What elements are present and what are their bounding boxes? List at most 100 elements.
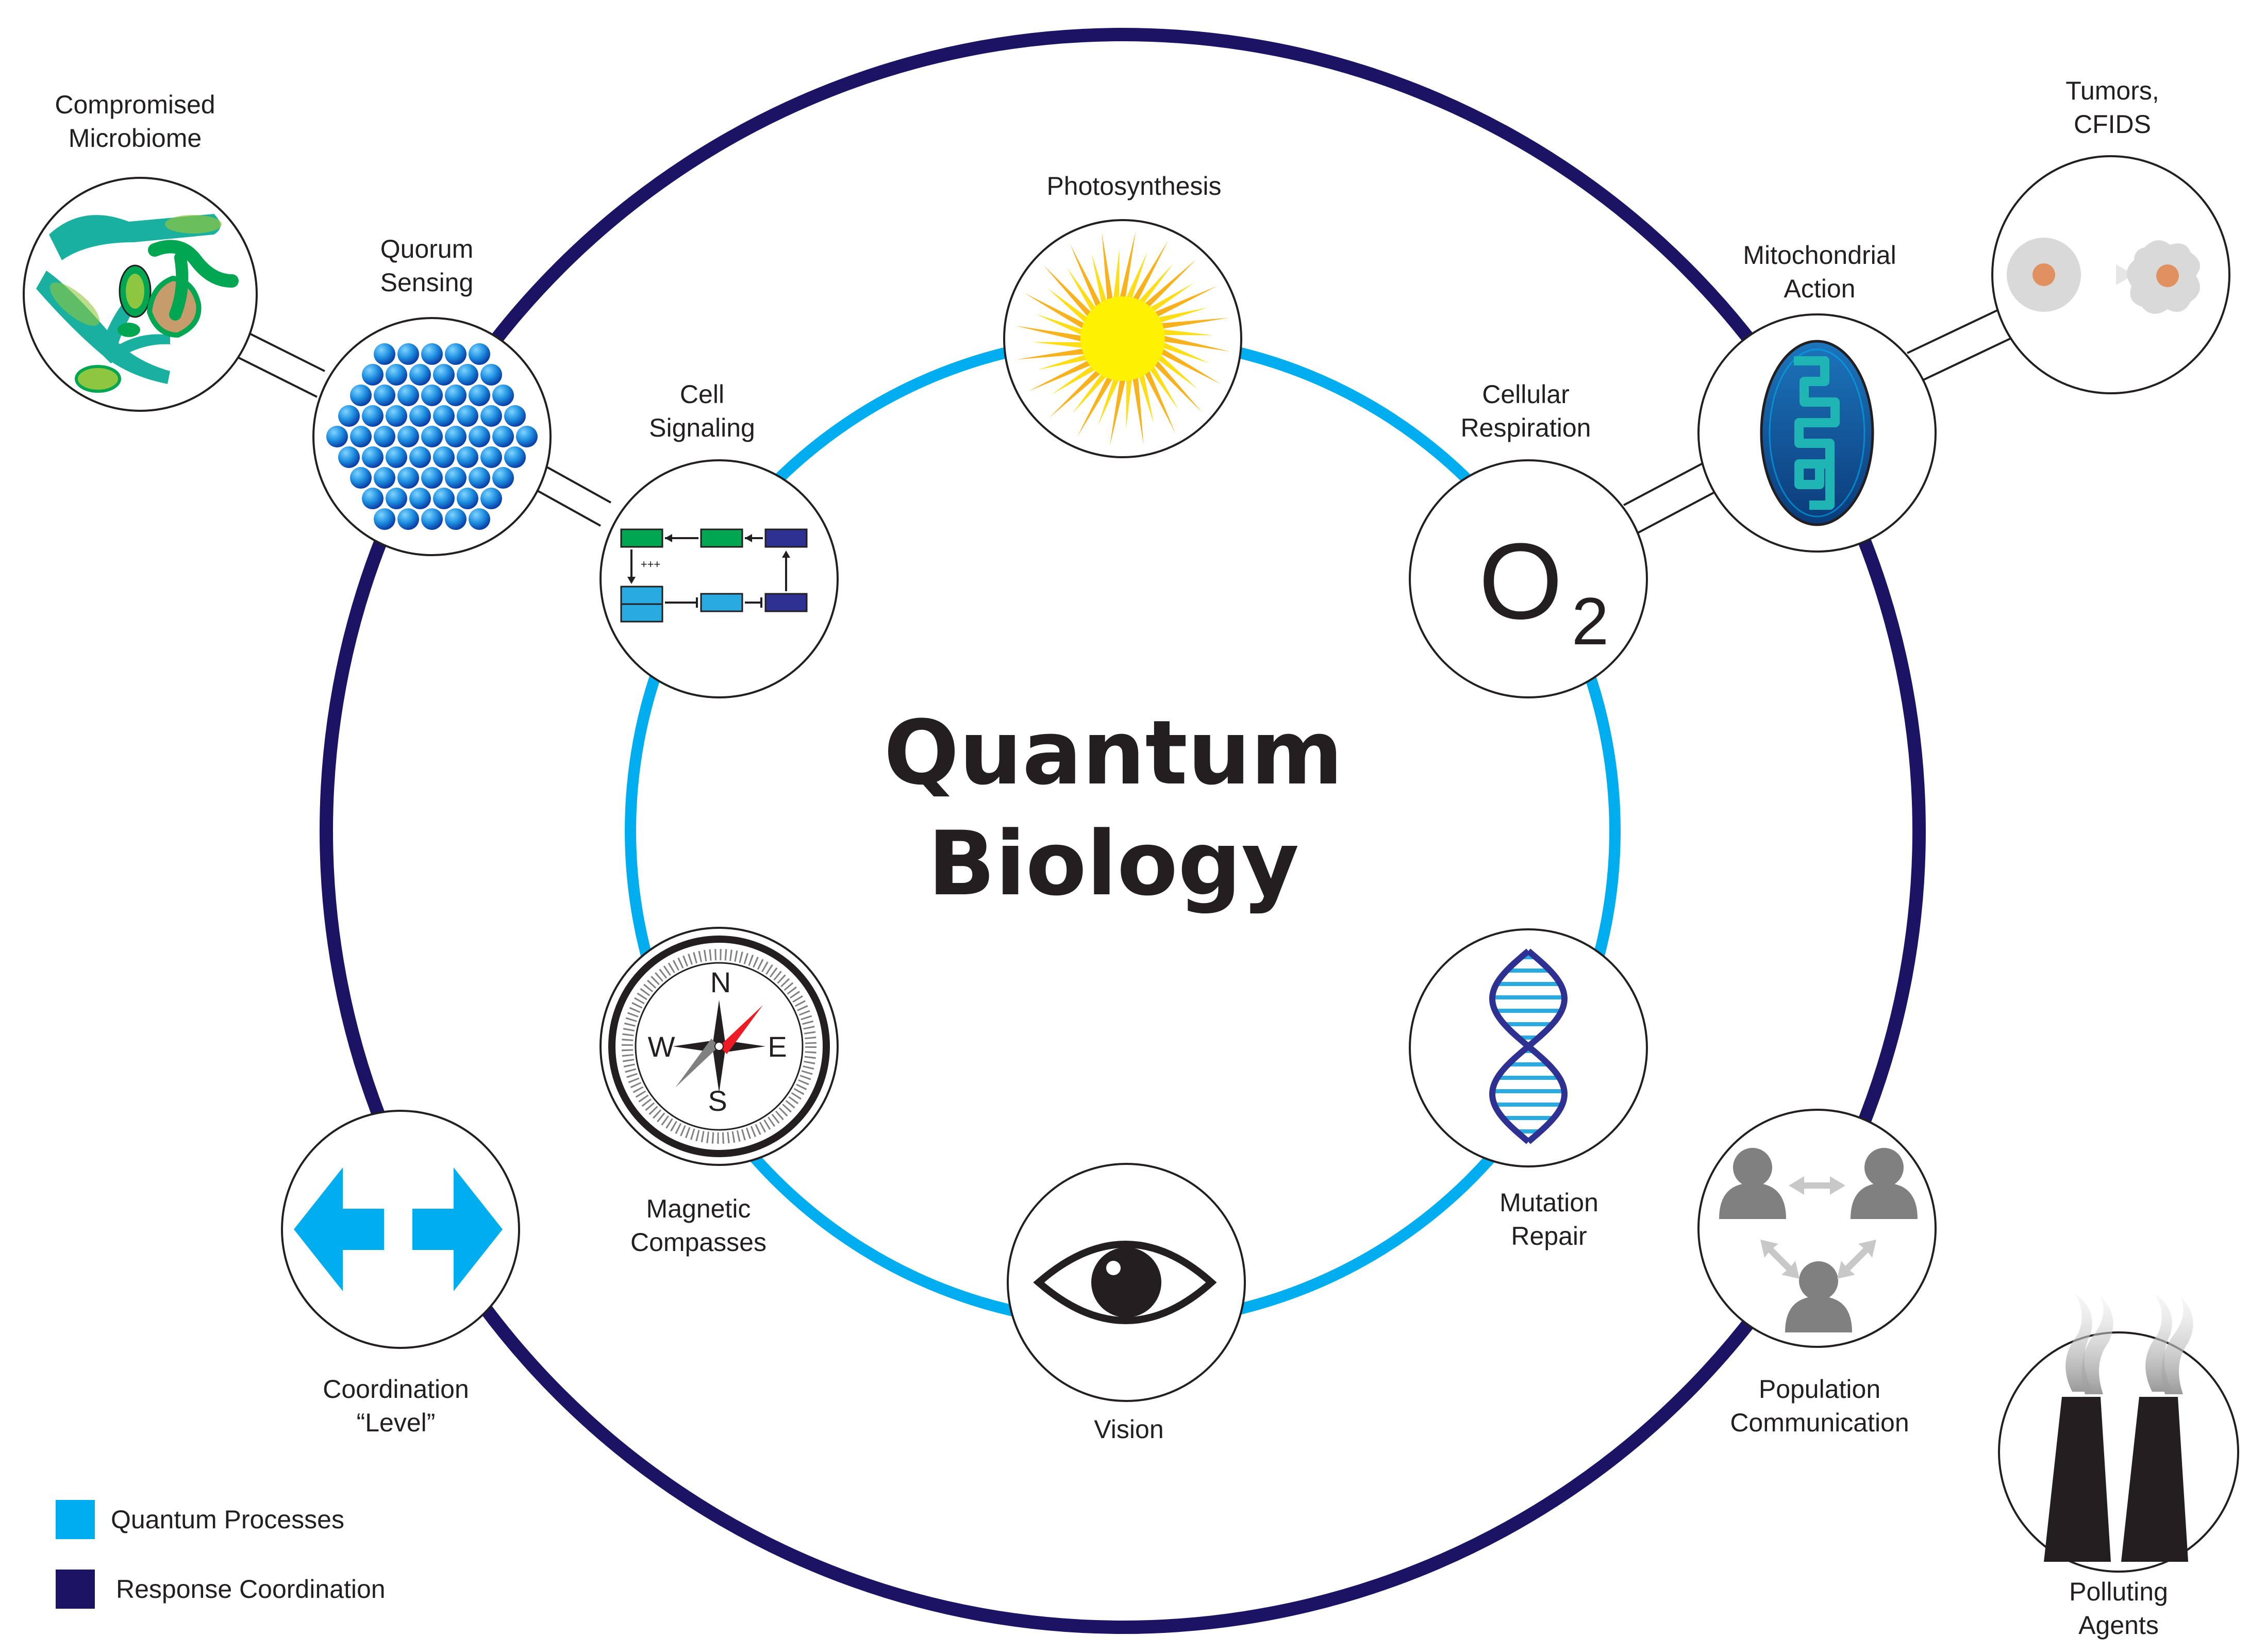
node-mutation-repair[interactable] bbox=[1409, 928, 1648, 1167]
node-polluting-agents[interactable] bbox=[1998, 1294, 2239, 1573]
compass-east: E bbox=[768, 1030, 787, 1063]
cell-ball bbox=[374, 426, 395, 447]
sun-ray bbox=[1067, 268, 1096, 312]
sun-ray bbox=[1047, 288, 1088, 323]
signaling-pathway-icon: +++ bbox=[620, 528, 808, 623]
sun-ray bbox=[1144, 259, 1196, 307]
cell-ball bbox=[469, 343, 490, 365]
cell-ball bbox=[421, 426, 443, 447]
node-compromised-microbiome[interactable] bbox=[23, 177, 258, 412]
tumors-cfids-label-2: CFIDS bbox=[2074, 110, 2151, 139]
sun-ray bbox=[1154, 360, 1202, 412]
people-network-icon bbox=[1719, 1148, 1918, 1332]
sun-ray bbox=[1077, 377, 1113, 437]
sun-ray bbox=[1052, 365, 1096, 395]
oxygen-symbol: O bbox=[1478, 521, 1562, 642]
node-magnetic-compasses[interactable]: N E S W bbox=[599, 927, 839, 1166]
cellular-respiration-label-1: Cellular bbox=[1482, 380, 1570, 409]
cell-ball bbox=[445, 508, 466, 530]
node-quorum-sensing[interactable] bbox=[312, 317, 552, 556]
node-tumors-cfids[interactable] bbox=[1991, 155, 2230, 394]
cell-ball bbox=[480, 446, 502, 469]
sun-ray bbox=[1126, 252, 1147, 299]
sun-ray bbox=[1162, 342, 1210, 363]
sun-ray bbox=[1043, 265, 1091, 317]
cell-ball bbox=[445, 384, 466, 406]
mutation-repair-label-1: Mutation bbox=[1499, 1188, 1598, 1217]
cell-ball bbox=[409, 405, 431, 427]
cell-ball bbox=[492, 426, 514, 447]
node-coordination-level[interactable] bbox=[281, 1110, 520, 1349]
node-cell-signaling[interactable]: +++ bbox=[599, 459, 839, 698]
cell-ball bbox=[374, 508, 395, 530]
cell-ball bbox=[409, 488, 431, 510]
signal-amplification-marker: +++ bbox=[641, 558, 661, 571]
cell-signaling-label-1: Cell bbox=[680, 380, 724, 409]
cell-signaling-label-2: Signaling bbox=[649, 413, 755, 442]
cell-ball bbox=[374, 384, 395, 406]
cell-ball bbox=[374, 343, 395, 365]
compass-west: W bbox=[648, 1030, 675, 1063]
sun-ray bbox=[1132, 240, 1169, 301]
cell-ball bbox=[386, 488, 407, 510]
magnetic-compasses-label-1: Magnetic bbox=[646, 1194, 751, 1223]
node-cellular-respiration[interactable]: O 2 bbox=[1409, 459, 1648, 698]
sun-ray bbox=[1036, 314, 1083, 336]
quorum-sensing-label-1: Quorum bbox=[380, 235, 474, 263]
cell-ball bbox=[445, 343, 466, 365]
sun-ray bbox=[1015, 325, 1082, 342]
sun-ray bbox=[1070, 244, 1101, 307]
node-photosynthesis[interactable] bbox=[1003, 219, 1242, 458]
title-line1: Quantum bbox=[884, 701, 1343, 805]
population-communication-label-2: Communication bbox=[1730, 1408, 1909, 1437]
sun-ray bbox=[1161, 348, 1221, 385]
cell-ball bbox=[504, 446, 526, 469]
sun-ray bbox=[1154, 286, 1218, 317]
cell-ball bbox=[326, 426, 348, 447]
sun-ray bbox=[1132, 377, 1144, 445]
response-coordination-ring bbox=[320, 28, 1926, 1634]
microbes-icon bbox=[36, 214, 239, 393]
sun-ray bbox=[1149, 365, 1179, 410]
cell-ball bbox=[409, 446, 431, 469]
compass-icon: N E S W bbox=[608, 936, 830, 1157]
sun-ray bbox=[1072, 374, 1107, 414]
cell-ball bbox=[362, 363, 384, 386]
mitochondrial-action-label-1: Mitochondrial bbox=[1743, 241, 1896, 270]
title-line2: Biology bbox=[928, 812, 1299, 915]
cell-ball bbox=[409, 363, 431, 386]
cell-ball bbox=[397, 467, 419, 489]
sun-ray bbox=[1161, 318, 1229, 329]
cell-ball bbox=[457, 405, 478, 427]
node-vision[interactable] bbox=[1007, 1163, 1246, 1402]
sun-ray bbox=[1158, 307, 1208, 323]
mitochondrial-action-label-2: Action bbox=[1784, 274, 1856, 303]
compromised-microbiome-label-2: Microbiome bbox=[69, 124, 202, 153]
sun-ray bbox=[1139, 263, 1173, 304]
cell-ball bbox=[386, 446, 407, 469]
node-population-communication[interactable] bbox=[1697, 1109, 1937, 1348]
cellular-respiration-label-2: Respiration bbox=[1461, 413, 1591, 442]
connector-respiration-mito bbox=[1623, 458, 1725, 535]
cell-ball bbox=[469, 384, 490, 406]
sun-ray bbox=[1149, 282, 1194, 312]
legend-label-response-coordination: Response Coordination bbox=[116, 1575, 386, 1604]
node-mitochondrial-action[interactable] bbox=[1697, 313, 1937, 553]
sun-ray bbox=[1102, 232, 1113, 301]
cell-ball bbox=[397, 426, 419, 447]
cell-ball bbox=[397, 508, 419, 530]
magnetic-compasses-label-2: Compasses bbox=[630, 1228, 767, 1257]
sun-ray bbox=[1139, 374, 1154, 424]
cell-ball bbox=[504, 405, 526, 427]
cell-ball bbox=[492, 384, 514, 406]
sun-ray bbox=[1162, 329, 1213, 336]
sun-ray bbox=[1049, 370, 1101, 418]
cell-ball bbox=[469, 467, 490, 489]
sun-ray bbox=[1109, 379, 1126, 446]
cell-ball bbox=[386, 363, 407, 386]
coordination-level-label-1: Coordination bbox=[323, 1375, 469, 1404]
sun-ray bbox=[1016, 348, 1085, 360]
cell-ball bbox=[445, 426, 466, 447]
sun-ray bbox=[1113, 248, 1120, 299]
